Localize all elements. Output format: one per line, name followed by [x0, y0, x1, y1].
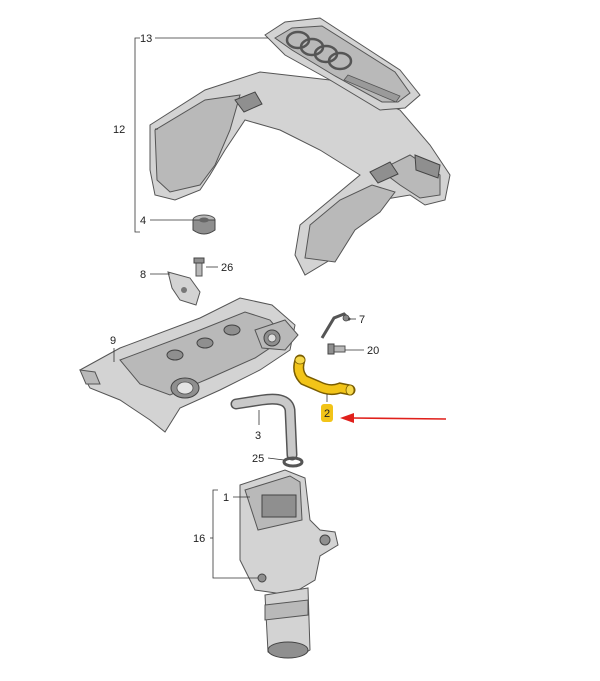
callout-7: 7 — [359, 314, 365, 326]
callout-9: 9 — [110, 335, 116, 347]
callout-4: 4 — [140, 215, 146, 227]
cylinder-head-cover — [79, 297, 299, 433]
callout-2: 2 — [324, 408, 330, 420]
bracket — [167, 271, 201, 306]
callout-12: 12 — [113, 124, 125, 136]
callout-8: 8 — [140, 269, 146, 281]
seal-ring — [282, 456, 304, 468]
callout-labels: 13 12 4 8 26 9 7 20 2 3 25 1 16 — [110, 33, 379, 545]
clip-7 — [320, 312, 352, 339]
callout-2-badge — [321, 404, 333, 422]
callout-20: 20 — [367, 345, 379, 357]
pointer-arrow — [340, 413, 447, 423]
oil-filter-housing — [239, 469, 339, 659]
callout-3: 3 — [255, 430, 261, 442]
four-rings-logo-icon — [285, 30, 353, 71]
callout-1: 1 — [223, 492, 229, 504]
bolt-26 — [193, 257, 205, 277]
callout-13: 13 — [140, 33, 152, 45]
breather-hose-highlighted — [293, 354, 356, 396]
callout-16: 16 — [193, 533, 205, 545]
callout-25: 25 — [252, 453, 264, 465]
callout-26: 26 — [221, 262, 233, 274]
rubber-grommet — [192, 214, 216, 235]
emblem-plate — [264, 17, 421, 111]
bolt-20 — [327, 343, 346, 355]
engine-cover — [149, 71, 451, 276]
leader-lines — [113, 37, 364, 579]
hose-3 — [230, 393, 298, 461]
